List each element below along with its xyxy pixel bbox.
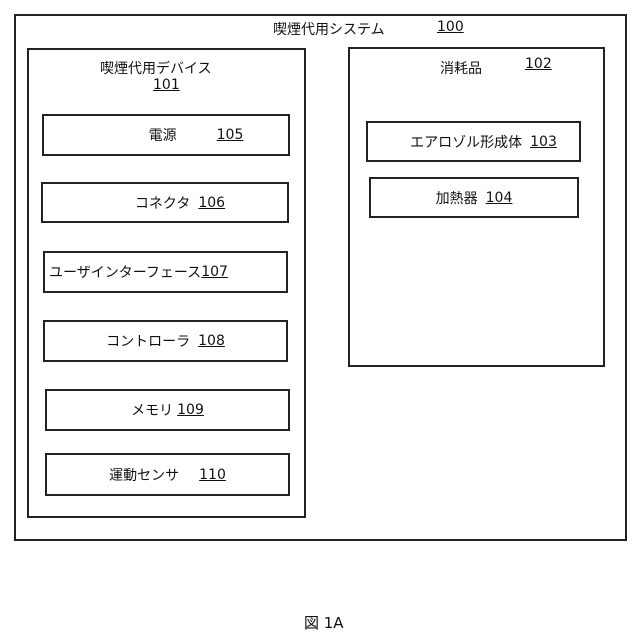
component-label: コントローラ bbox=[106, 331, 190, 351]
component-ref: 108 bbox=[198, 333, 225, 349]
consumable-ref: 102 bbox=[525, 56, 552, 72]
consumable-label: 消耗品 bbox=[440, 58, 482, 78]
component-aerosol-former: エアロゾル形成体 103 bbox=[366, 121, 581, 162]
component-user-interface: ユーザインターフェース107 bbox=[43, 251, 288, 293]
figure-caption: 図 1A bbox=[304, 612, 344, 633]
device-label: 喫煙代用デバイス bbox=[100, 58, 212, 78]
component-ref: 107 bbox=[201, 264, 228, 280]
component-label: 運動センサ bbox=[109, 465, 179, 485]
component-ref: 105 bbox=[217, 127, 244, 143]
component-ref: 103 bbox=[530, 134, 557, 150]
component-label: コネクタ bbox=[135, 193, 190, 213]
component-controller: コントローラ 108 bbox=[43, 320, 288, 362]
component-label: ユーザインターフェース bbox=[49, 262, 201, 282]
component-label: 電源 bbox=[149, 125, 177, 145]
component-label: メモリ bbox=[131, 400, 173, 420]
component-memory: メモリ109 bbox=[45, 389, 290, 431]
component-label: エアロゾル形成体 bbox=[410, 132, 522, 152]
component-ref: 104 bbox=[486, 190, 513, 206]
component-connector: コネクタ 106 bbox=[41, 182, 289, 223]
component-label: 加熱器 bbox=[436, 188, 478, 208]
component-ref: 106 bbox=[198, 195, 225, 211]
component-power-supply: 電源 105 bbox=[42, 114, 290, 156]
system-label: 喫煙代用システム bbox=[273, 19, 385, 39]
component-heater: 加熱器 104 bbox=[369, 177, 579, 218]
component-ref: 109 bbox=[177, 402, 204, 418]
device-ref: 101 bbox=[153, 77, 180, 93]
component-ref: 110 bbox=[199, 467, 226, 483]
component-motion-sensor: 運動センサ 110 bbox=[45, 453, 290, 496]
system-ref: 100 bbox=[437, 19, 464, 35]
